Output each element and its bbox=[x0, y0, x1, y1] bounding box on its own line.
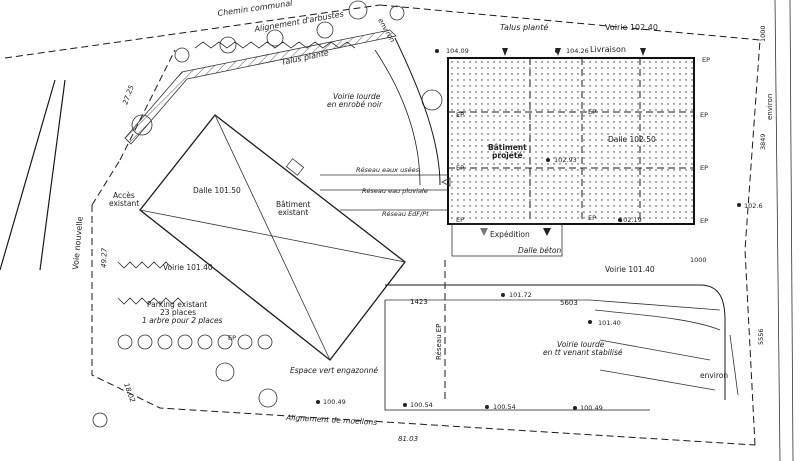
level-101-40: 101.40 bbox=[598, 319, 621, 327]
ep-mark: EP bbox=[456, 111, 464, 119]
label-expedition: Expédition bbox=[490, 230, 530, 239]
label-reseau-eaux-pluviales: Réseau eau pluviale bbox=[362, 187, 428, 195]
label-voirie-top: Voirie 102.40 bbox=[605, 23, 658, 32]
label-voirie-lourde-bottom-2: en tt venant stabilisé bbox=[543, 348, 623, 357]
label-acces-existant-2: existant bbox=[109, 199, 139, 208]
level-104-09: 104.09 bbox=[446, 47, 469, 55]
dim-81-03: 81.03 bbox=[398, 435, 418, 443]
projected-building bbox=[447, 57, 695, 225]
label-dalle-beton: Dalle béton bbox=[518, 246, 561, 255]
dim-5603: 5603 bbox=[560, 299, 578, 307]
label-voirie-lourde-top-2: en enrobé noir bbox=[327, 100, 383, 109]
ep-mark: EP bbox=[588, 108, 596, 116]
dim-1000-mid: 1000 bbox=[690, 256, 707, 264]
ep-mark: EP bbox=[700, 164, 708, 172]
ep-mark: EP bbox=[700, 111, 708, 119]
label-environ-top: environ bbox=[376, 17, 396, 44]
ep-mark: EP bbox=[588, 214, 596, 222]
label-voie-nouvelle: Voie nouvelle bbox=[71, 216, 85, 270]
label-chemin-communal: Chemin communal bbox=[217, 0, 294, 18]
level-102-6: 102.6 bbox=[744, 202, 763, 210]
level-101-72: 101.72 bbox=[509, 291, 532, 299]
level-104-26: 104.26 bbox=[566, 47, 589, 55]
dim-49-27: 49.27 bbox=[100, 247, 109, 268]
dim-1423: 1423 bbox=[410, 298, 428, 306]
label-espace-vert: Espace vert engazonné bbox=[290, 366, 378, 375]
network-lines bbox=[320, 174, 451, 211]
label-parking-2: 23 places bbox=[160, 308, 196, 317]
dalle-beton bbox=[451, 223, 563, 257]
label-voirie-mid-left: Voirie 101.40 bbox=[163, 263, 213, 272]
label-parking-1: Parking existant bbox=[147, 300, 207, 309]
label-talus-plante-top: Talus planté bbox=[500, 22, 548, 32]
label-dalle-existing: Dalle 101.50 bbox=[193, 186, 241, 195]
access-arrows bbox=[480, 48, 646, 236]
label-alignement-arbustes: Alignement d'arbustes bbox=[253, 9, 345, 34]
label-dalle-projete: Dalle 102.50 bbox=[608, 135, 656, 144]
label-reseau-eaux-usees: Réseau eaux usées bbox=[356, 166, 420, 174]
label-batiment-existant-2: existant bbox=[278, 208, 308, 217]
label-voirie-lourde-top-1: Voirie lourde bbox=[333, 92, 381, 101]
ep-mark: EP bbox=[702, 56, 710, 64]
label-livraison: Livraison bbox=[590, 45, 626, 54]
level-100-49: 100.49 bbox=[580, 404, 603, 412]
voirie-lourde-curve bbox=[394, 37, 441, 186]
label-voirie-lourde-bottom-1: Voirie lourde bbox=[557, 340, 605, 349]
dim-27-25: 27.25 bbox=[121, 84, 136, 106]
shrub-alignment bbox=[194, 41, 356, 49]
label-reseau-ep: Réseau EP bbox=[435, 324, 443, 360]
label-acces-existant-1: Accès bbox=[113, 191, 135, 200]
ep-mark: EP bbox=[456, 216, 464, 224]
label-environ-bottom: environ bbox=[700, 371, 728, 380]
level-102-93: 102.93 bbox=[554, 156, 577, 164]
label-batiment-projete-1: Bâtiment bbox=[488, 143, 527, 152]
existing-building bbox=[139, 114, 406, 361]
label-parking-3: 1 arbre pour 2 places bbox=[142, 316, 223, 325]
label-alignement-moellons: Alignement de moellons bbox=[285, 413, 378, 427]
dim-18-02: 18.02 bbox=[122, 382, 137, 404]
ep-mark: EP bbox=[228, 334, 236, 342]
dim-1000-top: 1000 bbox=[759, 25, 767, 42]
parking bbox=[92, 261, 278, 428]
label-voirie-mid-right: Voirie 101.40 bbox=[605, 265, 655, 274]
talus-plante-strip bbox=[124, 29, 397, 145]
level-100-54-b: 100.54 bbox=[493, 403, 516, 411]
dim-5556: 5556 bbox=[757, 328, 765, 345]
dim-3849: 3849 bbox=[759, 133, 767, 150]
ep-mark: EP bbox=[456, 164, 464, 172]
level-100-49-b: 100.49 bbox=[323, 398, 346, 406]
label-environ-right: environ bbox=[766, 94, 774, 120]
level-102-19: 102.19 bbox=[619, 216, 642, 224]
ep-mark: EP bbox=[700, 217, 708, 225]
label-batiment-existant-1: Bâtiment bbox=[276, 200, 310, 209]
level-100-54-a: 100.54 bbox=[410, 401, 433, 409]
label-reseau-edf: Réseau EdF/Pt bbox=[382, 210, 429, 218]
label-batiment-projete-2: projeté bbox=[492, 151, 523, 160]
internal-roads bbox=[384, 260, 739, 411]
